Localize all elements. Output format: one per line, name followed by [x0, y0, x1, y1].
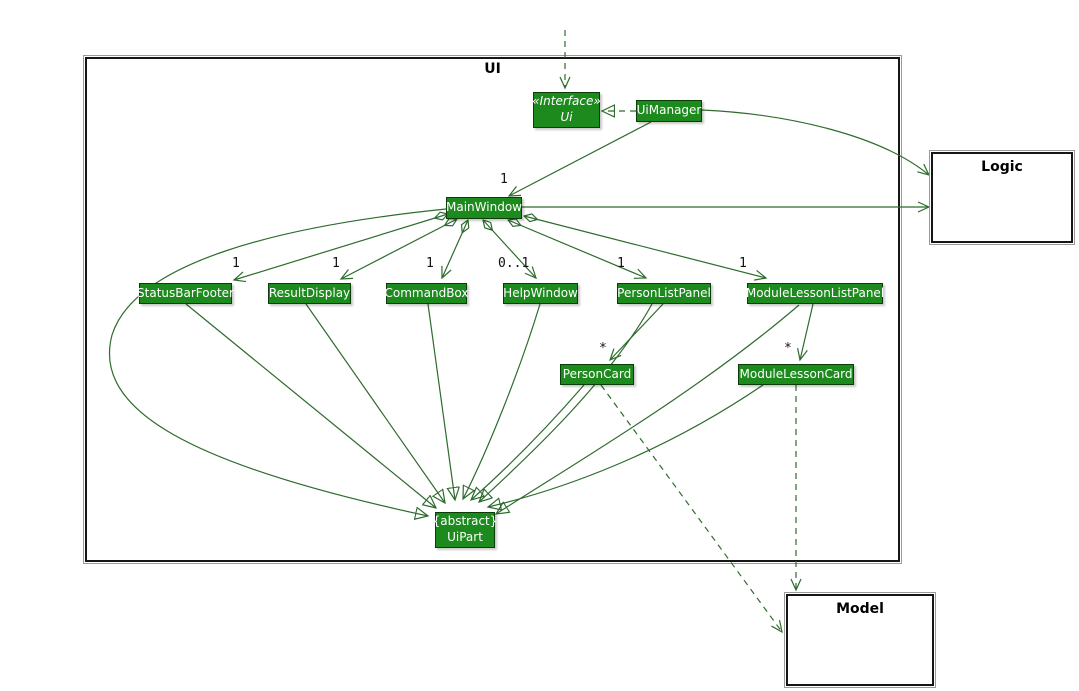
class-personlistpanel: PersonListPanel: [617, 283, 711, 304]
package-model: Model: [784, 592, 936, 688]
edge-commandbox-extends-uipart: [427, 303, 455, 500]
edge-statusbarfooter-extends-uipart: [185, 303, 436, 508]
multiplicity-personlistpanel: 1: [617, 256, 625, 271]
edge-mainwindow-composes-commandbox: [442, 220, 468, 278]
edge-personcard-to-model: [600, 384, 783, 634]
class-ui-interface-name: Ui: [560, 110, 573, 124]
class-statusbarfooter: StatusBarFooter: [137, 283, 234, 304]
class-mainwindow-name: MainWindow: [446, 200, 522, 215]
class-uimanager: UiManager: [636, 100, 702, 122]
edge-mainwindow-extends-uipart: [108, 208, 447, 516]
edge-modulelessoncard-extends-uipart: [488, 384, 764, 507]
edge-personcard-extends-uipart: [471, 384, 585, 500]
edge-personlistpanel-to-personcard: [609, 303, 664, 362]
class-ui-interface: «Interface» Ui: [532, 92, 601, 128]
package-model-label: Model: [836, 601, 884, 617]
edge-modulelessonlistpanel-to-modulelessoncard: [797, 303, 814, 362]
multiplicity-modulelessoncard: *: [784, 341, 792, 356]
multiplicity-resultdisplay: 1: [332, 256, 340, 271]
edge-mainwindow-composes-modulelessonlistpanel: [524, 216, 766, 278]
multiplicity-modulelessonlistpanel: 1: [739, 256, 747, 271]
class-personcard: PersonCard: [560, 364, 634, 385]
package-logic: Logic: [929, 150, 1075, 245]
class-modulelessonlistpanel: ModuleLessonListPanel: [745, 283, 885, 304]
class-ui-interface-stereotype: «Interface»: [532, 94, 601, 109]
class-resultdisplay: ResultDisplay: [268, 283, 351, 304]
edge-modulelessonlistpanel-extends-uipart: [496, 304, 800, 514]
edge-uimanager-to-mainwindow: [507, 121, 652, 197]
class-modulelessoncard: ModuleLessonCard: [738, 364, 854, 385]
edge-helpwindow-extends-uipart: [463, 303, 541, 499]
edge-uimanager-to-logic: [701, 109, 931, 176]
class-commandbox: CommandBox: [384, 283, 469, 304]
class-commandbox-name: CommandBox: [384, 285, 469, 300]
class-uipart-name: UiPart: [447, 530, 483, 544]
class-uipart-modifier: {abstract}: [432, 514, 498, 529]
class-helpwindow-name: HelpWindow: [503, 285, 578, 300]
edge-mainwindow-composes-resultdisplay: [341, 219, 457, 279]
class-helpwindow: HelpWindow: [503, 283, 578, 304]
edge-resultdisplay-extends-uipart: [305, 303, 445, 503]
multiplicity-helpwindow: 0..1: [498, 256, 530, 271]
class-mainwindow: MainWindow: [446, 197, 522, 219]
multiplicity-mainwindow: 1: [500, 172, 508, 187]
class-personcard-name: PersonCard: [562, 366, 632, 381]
class-modulelessoncard-name: ModuleLessonCard: [739, 366, 853, 381]
class-uipart: {abstract} UiPart: [432, 512, 498, 548]
multiplicity-commandbox: 1: [426, 256, 434, 271]
multiplicity-statusbarfooter: 1: [232, 256, 240, 271]
multiplicity-personcard: *: [599, 341, 607, 356]
class-modulelessonlistpanel-name: ModuleLessonListPanel: [745, 285, 885, 300]
package-logic-label: Logic: [981, 159, 1023, 175]
ui-frame: UI: [83, 55, 902, 564]
class-resultdisplay-name: ResultDisplay: [268, 285, 351, 300]
ui-frame-label: UI: [484, 61, 501, 77]
class-personlistpanel-name: PersonListPanel: [617, 285, 711, 300]
class-statusbarfooter-name: StatusBarFooter: [137, 285, 234, 300]
edge-mainwindow-composes-statusbarfooter: [234, 214, 448, 280]
edge-personlistpanel-extends-uipart: [479, 303, 653, 502]
class-uimanager-name: UiManager: [636, 103, 702, 118]
